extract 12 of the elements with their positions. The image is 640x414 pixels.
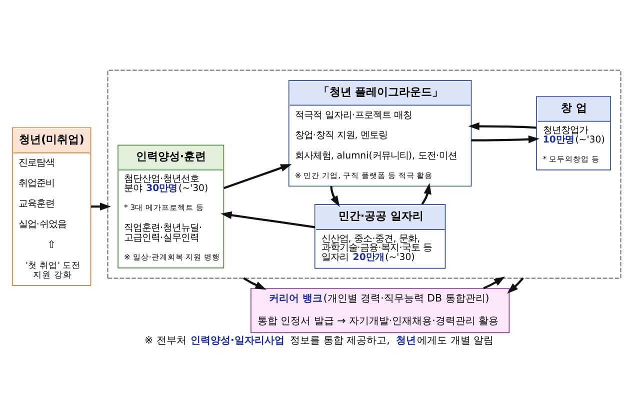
arrow [223, 164, 292, 190]
caption: ※ 전부처 인력양성·일자리사업 정보를 통합 제공하고, 청년에게도 개별 알림 [144, 335, 494, 346]
arrow [90, 202, 112, 210]
arrow [507, 277, 524, 294]
arrow [220, 211, 315, 228]
cluster [107, 70, 622, 279]
arrow [483, 276, 506, 290]
arrow [471, 135, 540, 144]
arrow [330, 186, 340, 207]
arrow [468, 122, 536, 130]
arrow [243, 277, 266, 290]
arrow [421, 183, 432, 205]
